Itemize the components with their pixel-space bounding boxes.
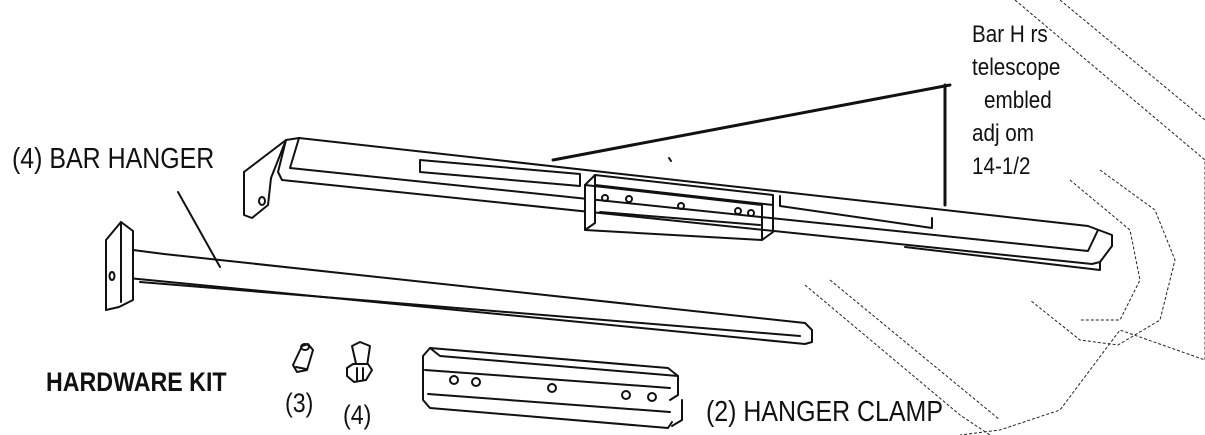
screw-icon — [346, 341, 373, 383]
bar-hanger-illustration — [105, 221, 813, 345]
telescoped-assembly-illustration — [243, 137, 1113, 271]
leader-lines — [177, 83, 952, 268]
hanger-clamp-illustration — [422, 347, 683, 429]
note-line: adj om — [972, 120, 1034, 147]
note-line: embled — [984, 87, 1052, 114]
bar-hanger-leader — [177, 191, 221, 268]
screw-quantity-label: (4) — [343, 400, 372, 430]
bar-hanger-label: (4) BAR HANGER — [12, 143, 215, 175]
hanger-clamp-label: (2) HANGER CLAMP — [706, 396, 943, 428]
note-line: Bar H rs — [972, 21, 1048, 48]
note-line: telescope — [972, 54, 1061, 81]
hardware-kit-label: HARDWARE KIT — [46, 367, 227, 397]
anchor-quantity-label: (3) — [285, 388, 314, 418]
screw-anchor-icon — [292, 343, 314, 373]
assembly-note: Bar H rs telescope embled adj om 14-1/2 — [972, 20, 1202, 185]
note-leader — [551, 83, 952, 162]
note-line: 14-1/2 — [972, 153, 1031, 180]
overlay-hook-shape — [804, 0, 1205, 435]
